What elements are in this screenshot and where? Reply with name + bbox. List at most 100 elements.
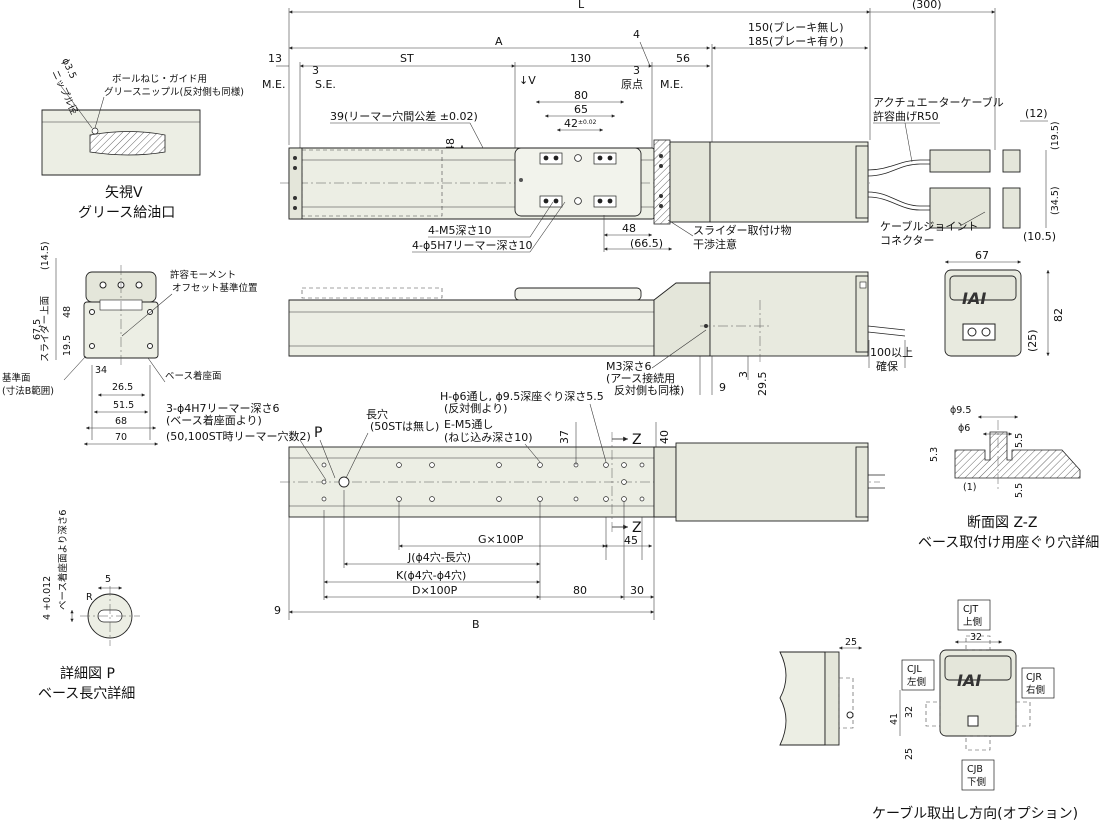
label-cable-dir: ケーブル取出し方向(オプション) bbox=[872, 805, 1078, 822]
dim-p25: (25) bbox=[1026, 329, 1039, 352]
label-h-thru-2: (反対側より) bbox=[444, 401, 507, 415]
dim-G: G×100P bbox=[478, 533, 524, 546]
label-h4h7-1: 3-ϕ4H7リーマー深さ6 bbox=[166, 402, 280, 415]
dim-42-tol: ±0.02 bbox=[578, 119, 597, 126]
dim-34: 34 bbox=[95, 365, 107, 376]
dim-80b: 80 bbox=[573, 584, 587, 597]
label-section-2: ベース取付け用座ぐり穴詳細 bbox=[918, 535, 1099, 551]
dim-265: 26.5 bbox=[112, 382, 133, 393]
dim-130: 130 bbox=[570, 52, 591, 65]
label-cjt-1: CJT bbox=[963, 604, 978, 615]
motor-end-view: IAI 67 82 (25) bbox=[944, 249, 1065, 357]
dim-ST: ST bbox=[400, 52, 414, 65]
label-slider-top: スライダー上面 bbox=[39, 296, 51, 362]
dim-55a: 5.5 bbox=[1014, 433, 1025, 448]
label-cable-2: 許容曲げR50 bbox=[873, 109, 939, 123]
label-grease-2: グリースニップル(反対側も同様) bbox=[104, 86, 244, 98]
dim-5: 5 bbox=[105, 574, 111, 585]
label-slot-1: 長穴 bbox=[366, 407, 388, 421]
dim-95: ϕ9.5 bbox=[950, 405, 971, 416]
label-grease-1: ボールねじ・ガイド用 bbox=[112, 74, 207, 85]
dim-p1: (1) bbox=[963, 482, 976, 493]
label-moment-2: オフセット基準位置 bbox=[172, 282, 258, 294]
label-arrow-v: ↓V bbox=[519, 74, 536, 87]
dim-p12: (12) bbox=[1025, 107, 1048, 120]
dim-65: 65 bbox=[574, 103, 588, 116]
dim-56: 56 bbox=[676, 52, 690, 65]
label-origin: 原点 bbox=[621, 78, 643, 91]
label-z-top: Z bbox=[632, 432, 642, 448]
side-view: 100以上 確保 M3深さ6 (アース接続用 反対側も同様) 9 3 29.5 bbox=[288, 271, 913, 397]
dim-70: 70 bbox=[115, 432, 127, 443]
dim-665: (66.5) bbox=[630, 237, 663, 250]
label-detail-p-2: ベース長穴詳細 bbox=[38, 686, 135, 702]
dim-68: 68 bbox=[115, 416, 127, 427]
dim-3c: 3 bbox=[737, 371, 750, 378]
dim-D: D×100P bbox=[412, 584, 458, 597]
dim-R: R bbox=[86, 592, 93, 603]
label-e-thru-1: E-M5通し bbox=[444, 418, 493, 431]
label-joint-1: ケーブルジョイント bbox=[880, 219, 978, 233]
dim-p105: (10.5) bbox=[1023, 230, 1056, 243]
label-z-bottom: Z bbox=[632, 520, 642, 536]
label-cjt-2: 上側 bbox=[963, 616, 982, 628]
dim-41: 41 bbox=[889, 713, 900, 725]
end-view: 許容モーメント オフセット基準位置 (14.5) 67.5 スライダー上面 48… bbox=[2, 241, 258, 446]
label-h4h7-2: (ベース着座面より) bbox=[166, 413, 262, 427]
label-ref-range: (寸法B範囲) bbox=[2, 385, 54, 397]
dim-295: 29.5 bbox=[756, 372, 769, 397]
label-e-thru-2: (ねじ込み深さ10) bbox=[444, 431, 533, 444]
dim-675: 67.5 bbox=[32, 319, 43, 340]
label-p: P bbox=[314, 425, 322, 441]
dim-32b: 32 bbox=[904, 706, 915, 718]
label-logo-2: IAI bbox=[957, 671, 981, 690]
label-cjr-2: 右側 bbox=[1026, 684, 1045, 696]
label-h7: 4-ϕ5H7リーマー深さ10 bbox=[412, 239, 533, 252]
dim-55b: 5.5 bbox=[1014, 483, 1025, 498]
label-me-left: M.E. bbox=[262, 78, 285, 91]
label-cjr-1: CJR bbox=[1026, 672, 1042, 683]
label-slot-2: (50STは無し) bbox=[370, 419, 439, 433]
label-base-seat: ベース着座面 bbox=[165, 370, 222, 382]
dim-40: 40 bbox=[658, 430, 671, 444]
label-joint-2: コネクター bbox=[880, 234, 935, 247]
label-me-right: M.E. bbox=[660, 78, 683, 91]
dim-B: B bbox=[472, 618, 480, 631]
dim-300: (300) bbox=[912, 0, 942, 11]
label-view-v-2: グリース給油口 bbox=[78, 205, 175, 221]
label-section-1: 断面図 Z-Z bbox=[967, 515, 1037, 531]
dim-42: 42 bbox=[564, 117, 578, 130]
dim-80: 80 bbox=[574, 89, 588, 102]
label-ream: 39(リーマー穴間公差 ±0.02) bbox=[330, 109, 478, 123]
label-se: S.E. bbox=[315, 78, 336, 91]
dim-p195: (19.5) bbox=[1050, 121, 1061, 150]
dim-p345: (34.5) bbox=[1050, 186, 1061, 215]
dim-48c: 48 bbox=[62, 306, 73, 318]
dim-13: 13 bbox=[268, 52, 282, 65]
dim-150: 150(ブレーキ無し) bbox=[748, 20, 844, 34]
dim-3b: 3 bbox=[633, 64, 640, 77]
dim-9a: 9 bbox=[719, 381, 726, 394]
dim-3a: 3 bbox=[312, 64, 319, 77]
label-cable-1: アクチュエーターケーブル bbox=[873, 95, 1004, 109]
label-logo-1: IAI bbox=[962, 289, 986, 308]
label-m3-3: 反対側も同様) bbox=[614, 383, 684, 397]
dim-J: J(ϕ4穴-長穴) bbox=[407, 550, 471, 564]
dim-100: 100以上 bbox=[870, 346, 913, 359]
dim-37: 37 bbox=[558, 430, 571, 444]
label-h-thru-1: H-ϕ6通し, ϕ9.5深座ぐり深さ5.5 bbox=[440, 389, 604, 403]
label-view-v-1: 矢視V bbox=[105, 185, 143, 201]
dim-100b: 確保 bbox=[876, 359, 898, 373]
bottom-view: P 長穴 (50STは無し) 3-ϕ4H7リーマー深さ6 (ベース着座面より) … bbox=[166, 389, 885, 631]
dim-25b: 25 bbox=[904, 748, 915, 760]
section-zz: ϕ9.5 ϕ6 5.3 5.5 5.5 (1) 断面図 Z-Z ベース取付け用座… bbox=[918, 405, 1099, 551]
dim-p145: (14.5) bbox=[40, 241, 51, 270]
dim-A: A bbox=[495, 35, 503, 48]
motor-top bbox=[709, 141, 869, 223]
dim-30: 30 bbox=[630, 584, 644, 597]
label-m3-2: (アース接続用 bbox=[606, 371, 675, 385]
label-cjb-2: 下側 bbox=[967, 776, 986, 788]
label-moment-1: 許容モーメント bbox=[170, 269, 236, 281]
cable-direction: 25 IAI 32 41 32 25 CJT 上側 CJL 左側 CJR 右側 … bbox=[779, 599, 1078, 822]
